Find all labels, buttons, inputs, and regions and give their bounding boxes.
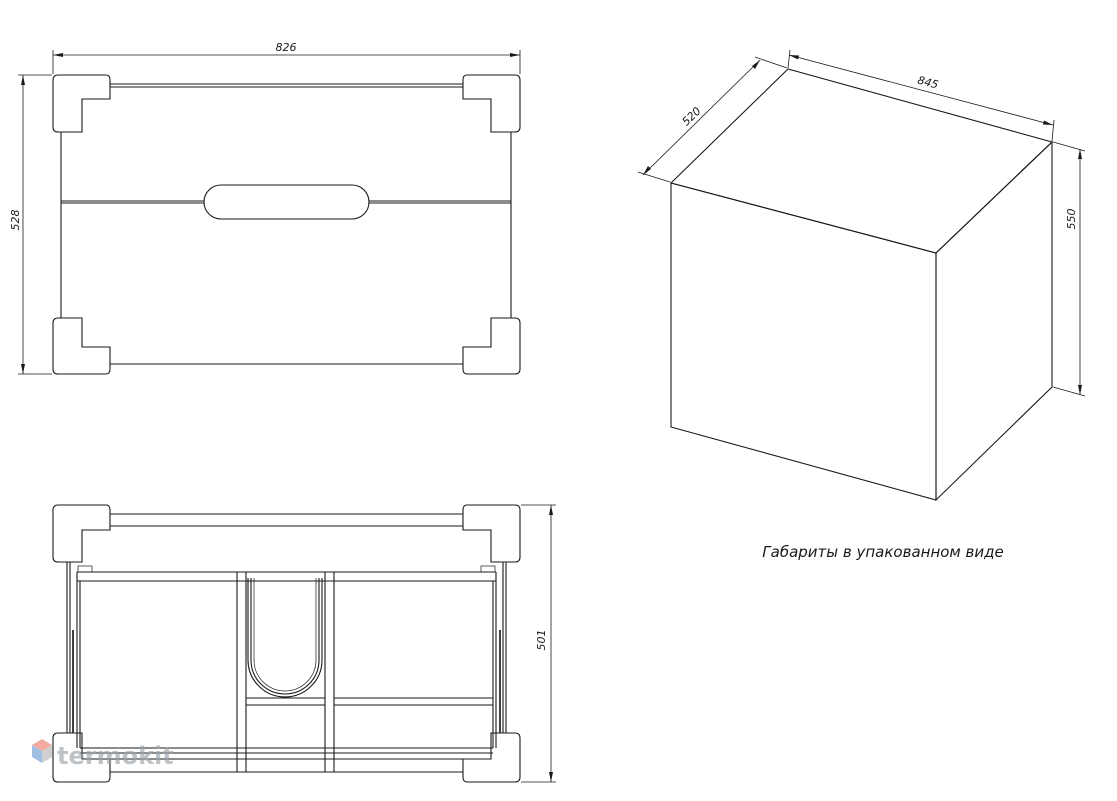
- caption: Габариты в упакованном виде: [762, 543, 1003, 561]
- dimension-box-height: 550: [1065, 209, 1078, 230]
- corner-bottom-view-bottom-right: [462, 732, 521, 783]
- watermark: termokit: [32, 739, 174, 770]
- corner-top-left: [52, 74, 111, 133]
- corner-bottom-left: [52, 317, 111, 375]
- corner-bottom-view-top-right: [462, 504, 521, 563]
- hexagon-cube-icon: [32, 739, 52, 763]
- corner-bottom-view-bottom-left: [52, 732, 111, 783]
- top-view: 826 528: [9, 41, 521, 375]
- corner-bottom-view-top-left: [52, 504, 111, 563]
- dimension-box-depth: 520: [680, 105, 704, 129]
- dimension-top-depth: 528: [9, 210, 22, 231]
- watermark-text: termokit: [57, 742, 174, 770]
- bottom-view: 501: [52, 504, 556, 783]
- dimension-bottom-height: 501: [535, 630, 548, 651]
- dimension-box-width: 845: [916, 74, 940, 92]
- corner-bottom-right: [462, 317, 521, 375]
- package-box-isometric: 845 520 550: [637, 49, 1086, 502]
- handle-slot: [203, 184, 370, 220]
- dimension-top-width: 826: [276, 41, 297, 54]
- corner-top-right: [462, 74, 521, 133]
